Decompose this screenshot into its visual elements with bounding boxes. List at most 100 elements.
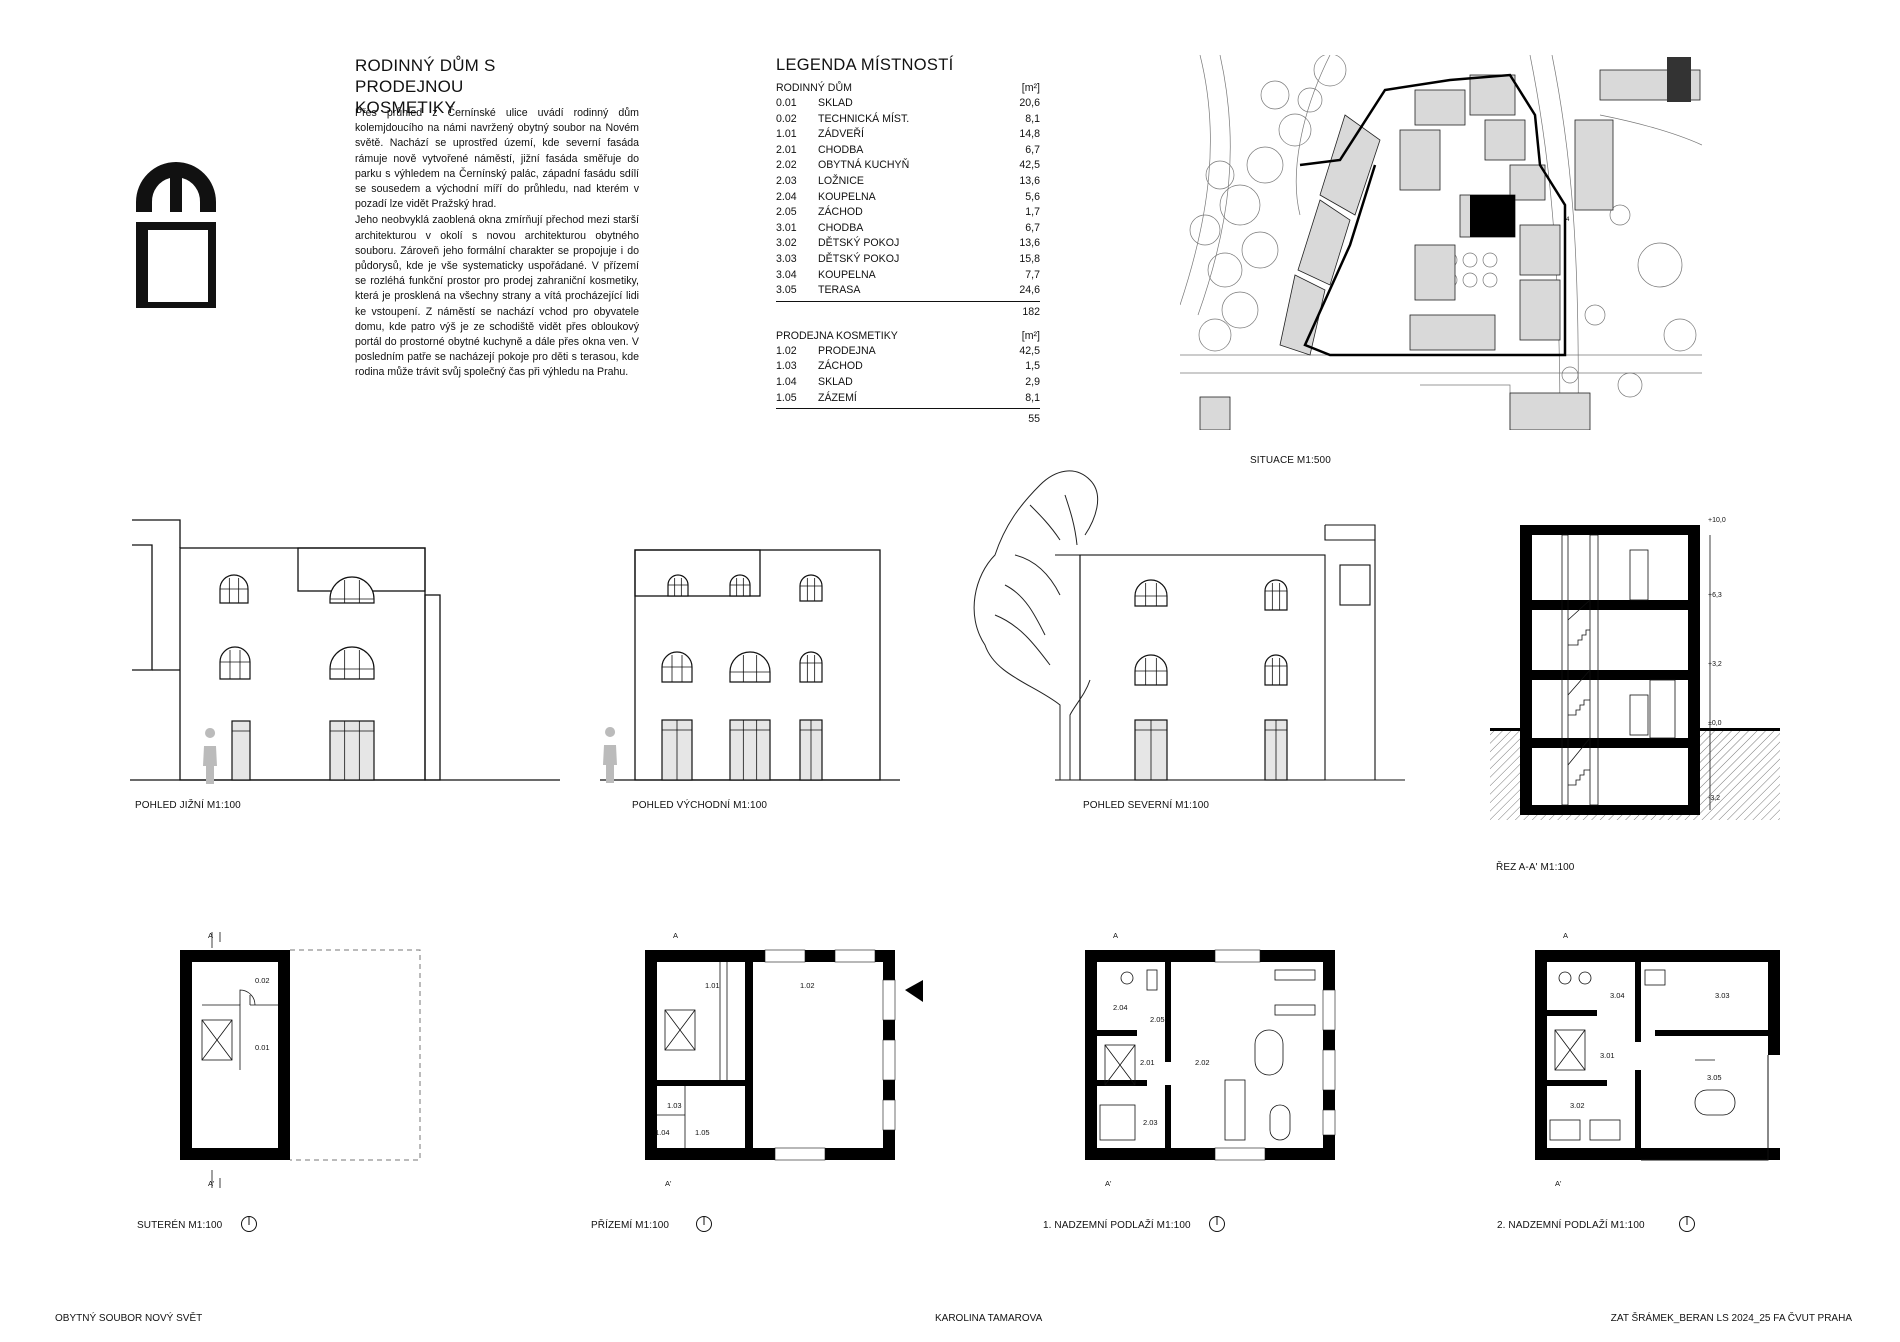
legend-code: 2.01 — [776, 143, 797, 156]
legend-total: 55 — [776, 408, 1040, 427]
north-arrow-icon — [1679, 1216, 1695, 1232]
person-silhouette — [203, 728, 217, 784]
arched-window — [1264, 579, 1288, 611]
room-label: 1.03 — [667, 1101, 682, 1110]
room-label: 1.04 — [655, 1128, 670, 1137]
room-label: 0.02 — [255, 976, 270, 985]
legend-name: ZÁDVEŘÍ — [818, 128, 864, 141]
legend-name: KOUPELNA — [818, 190, 876, 203]
cut-label: A — [673, 931, 678, 940]
legend-area: 1,5 — [1025, 360, 1040, 373]
arched-window — [219, 646, 251, 680]
cut-label: A' — [665, 1179, 672, 1188]
legend-name: DĚTSKÝ POKOJ — [818, 237, 900, 250]
ground-floor-plan: 1.01 1.02 1.03 1.04 1.05 A A' — [645, 931, 923, 1188]
east-elevation — [600, 549, 900, 783]
legend-code: 3.01 — [776, 221, 797, 234]
legend-area: 42,5 — [1019, 344, 1040, 357]
legend-name: OBYTNÁ KUCHYŇ — [818, 159, 910, 172]
room-label: 2.01 — [1140, 1058, 1155, 1067]
legend-section-header: PRODEJNA KOSMETIKY [m²] — [776, 328, 1040, 344]
project-title: RODINNÝ DŮM S PRODEJNOU KOSMETIKY — [355, 56, 496, 117]
legend-section-header: RODINNÝ DŮM [m²] — [776, 80, 1040, 96]
person-silhouette — [603, 727, 617, 783]
glazed-door — [231, 720, 251, 781]
arched-window — [667, 574, 689, 597]
legend-code: 2.04 — [776, 190, 797, 203]
legend-area: 7,7 — [1025, 268, 1040, 281]
arched-window — [1134, 654, 1168, 686]
north-elevation — [973, 470, 1405, 781]
room-label: 3.03 — [1715, 991, 1730, 1000]
entrance-arrow-side — [905, 980, 923, 1002]
cut-label: A' — [1105, 1179, 1112, 1188]
legend-code: 3.03 — [776, 252, 797, 265]
description-paragraph: Přes průhled z Černínské ulice uvádí rod… — [355, 107, 639, 211]
caption-site: SITUACE M1:500 — [1250, 455, 1331, 466]
room-label: 2.02 — [1195, 1058, 1210, 1067]
legend-code: 3.04 — [776, 268, 797, 281]
north-arrow-icon — [1209, 1216, 1225, 1232]
legend-area: 13,6 — [1019, 237, 1040, 250]
room-label: 3.04 — [1610, 991, 1625, 1000]
legend-unit: [m²] — [1021, 329, 1040, 342]
legend-code: 0.02 — [776, 112, 797, 125]
legend-area: 1,7 — [1025, 206, 1040, 219]
legend-total: 182 — [776, 300, 1040, 320]
legend-code: 2.05 — [776, 206, 797, 219]
site-marker-label: 4 — [1566, 217, 1570, 223]
legend-area: 2,9 — [1025, 375, 1040, 388]
project-description: Přes průhled z Černínské ulice uvádí rod… — [355, 106, 639, 382]
legend-title: LEGENDA MÍSTNOSTÍ — [776, 56, 954, 74]
north-arrow-icon — [696, 1216, 712, 1232]
caption-section: ŘEZ A-A' M1:100 — [1496, 862, 1575, 873]
caption-north: POHLED SEVERNÍ M1:100 — [1083, 800, 1210, 811]
legend-code: 1.01 — [776, 128, 797, 141]
legend-name: ZÁCHOD — [818, 360, 863, 373]
legend-name: TERASA — [818, 284, 861, 297]
room-label: 2.04 — [1113, 1003, 1128, 1012]
north-arrow-icon — [241, 1216, 257, 1232]
legend-area: 6,7 — [1025, 143, 1040, 156]
legend-name: KOUPELNA — [818, 268, 876, 281]
legend-area: 8,1 — [1025, 112, 1040, 125]
cut-label: A' — [208, 1179, 215, 1188]
arched-window — [799, 574, 823, 602]
footer-left: OBYTNÝ SOUBOR NOVÝ SVĚT — [55, 1313, 203, 1324]
legend-name: DĚTSKÝ POKOJ — [818, 252, 900, 265]
room-label: 3.02 — [1570, 1101, 1585, 1110]
legend-name: TECHNICKÁ MÍST. — [818, 112, 910, 125]
legend-area: 8,1 — [1025, 391, 1040, 404]
legend-code: 2.03 — [776, 174, 797, 187]
arched-window — [729, 651, 771, 683]
legend-heading: PRODEJNA KOSMETIKY — [776, 329, 898, 342]
cut-label: A — [208, 931, 213, 940]
site-plan: 4 — [1180, 55, 1702, 430]
legend-name: SKLAD — [818, 375, 853, 388]
basement-plan: 0.02 0.01 A A' — [180, 931, 421, 1188]
arched-window — [729, 574, 751, 597]
arched-window — [329, 576, 375, 604]
legend-name: ZÁZEMÍ — [818, 391, 857, 404]
floor2-plan: 3.04 3.03 3.01 3.05 3.02 A A' — [1535, 931, 1780, 1188]
level-label: ±0,0 — [1708, 720, 1722, 727]
caption-east: POHLED VÝCHODNÍ M1:100 — [632, 800, 768, 811]
south-elevation — [130, 519, 560, 784]
level-label: +10,0 — [1708, 517, 1726, 524]
level-label: -3,2 — [1708, 795, 1720, 802]
legend-code: 2.02 — [776, 159, 797, 172]
legend-area: 13,6 — [1019, 174, 1040, 187]
glazed-door — [329, 720, 375, 781]
